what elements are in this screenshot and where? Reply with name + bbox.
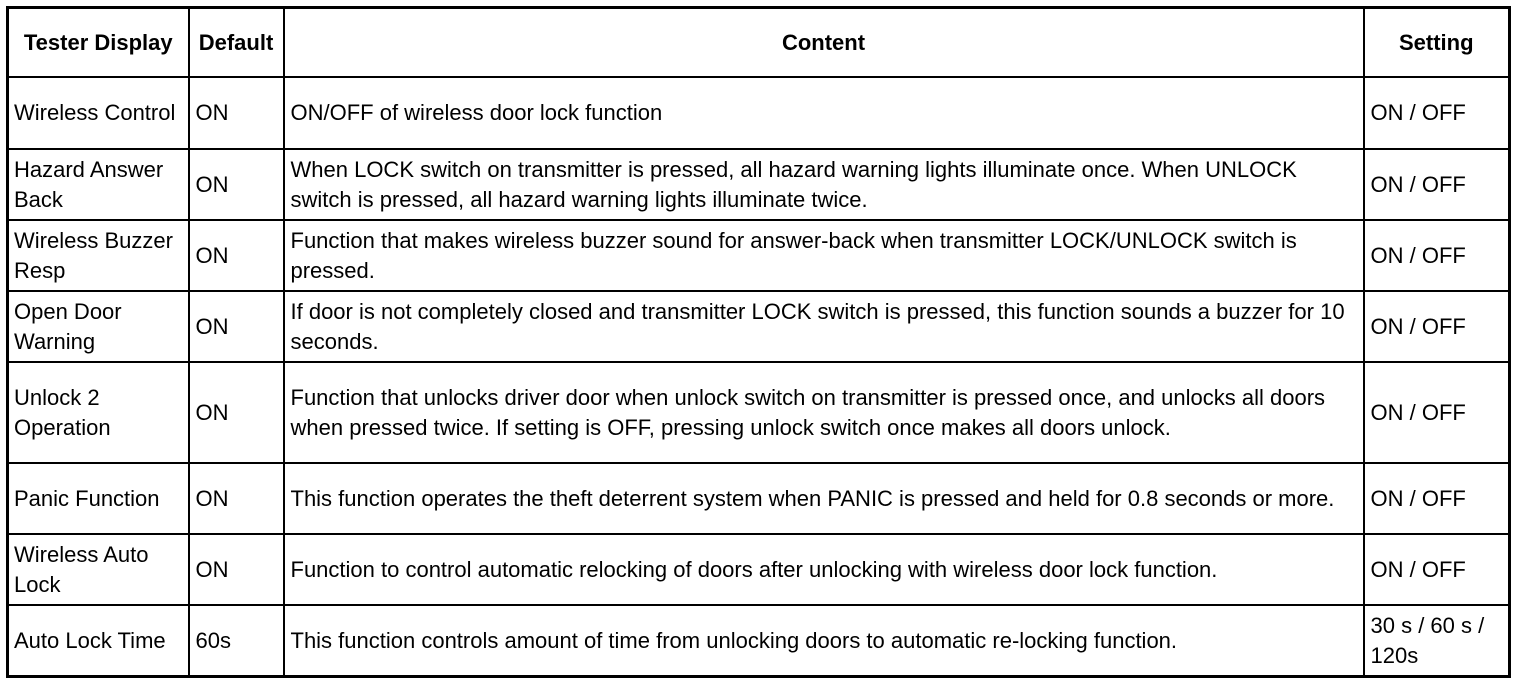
cell-default: ON <box>187 148 285 221</box>
table-row: Auto Lock Time 60s This function control… <box>6 604 1511 678</box>
cell-tester-display: Hazard Answer Back <box>6 148 190 221</box>
cell-content: Function that unlocks driver door when u… <box>282 361 1365 464</box>
cell-setting: ON / OFF <box>1362 533 1511 606</box>
cell-content: This function operates the theft deterre… <box>282 462 1365 535</box>
cell-tester-display: Wireless Control <box>6 76 190 150</box>
cell-tester-display: Wireless Buzzer Resp <box>6 219 190 292</box>
cell-default: ON <box>187 361 285 464</box>
cell-content: Function that makes wireless buzzer soun… <box>282 219 1365 292</box>
header-default: Default <box>187 6 285 78</box>
cell-tester-display: Auto Lock Time <box>6 604 190 678</box>
header-row: Tester Display Default Content Setting <box>6 6 1511 78</box>
cell-tester-display: Open Door Warning <box>6 290 190 363</box>
table-row: Unlock 2 Operation ON Function that unlo… <box>6 361 1511 464</box>
table-row: Panic Function ON This function operates… <box>6 462 1511 535</box>
cell-content: This function controls amount of time fr… <box>282 604 1365 678</box>
cell-setting: ON / OFF <box>1362 148 1511 221</box>
cell-default: 60s <box>187 604 285 678</box>
cell-default: ON <box>187 290 285 363</box>
cell-tester-display: Wireless Auto Lock <box>6 533 190 606</box>
table-row: Hazard Answer Back ON When LOCK switch o… <box>6 148 1511 221</box>
cell-default: ON <box>187 219 285 292</box>
settings-table: Tester Display Default Content Setting W… <box>6 6 1511 678</box>
cell-setting: ON / OFF <box>1362 219 1511 292</box>
header-setting: Setting <box>1362 6 1511 78</box>
cell-content: When LOCK switch on transmitter is press… <box>282 148 1365 221</box>
header-content: Content <box>282 6 1365 78</box>
cell-setting: 30 s / 60 s / 120s <box>1362 604 1511 678</box>
table-row: Wireless Auto Lock ON Function to contro… <box>6 533 1511 606</box>
cell-setting: ON / OFF <box>1362 76 1511 150</box>
table-row: Wireless Control ON ON/OFF of wireless d… <box>6 76 1511 150</box>
table-row: Wireless Buzzer Resp ON Function that ma… <box>6 219 1511 292</box>
cell-content: ON/OFF of wireless door lock function <box>282 76 1365 150</box>
cell-default: ON <box>187 76 285 150</box>
cell-default: ON <box>187 462 285 535</box>
table-row: Open Door Warning ON If door is not comp… <box>6 290 1511 363</box>
cell-tester-display: Unlock 2 Operation <box>6 361 190 464</box>
cell-tester-display: Panic Function <box>6 462 190 535</box>
cell-setting: ON / OFF <box>1362 361 1511 464</box>
cell-setting: ON / OFF <box>1362 462 1511 535</box>
cell-content: Function to control automatic relocking … <box>282 533 1365 606</box>
settings-table-container: Tester Display Default Content Setting W… <box>6 6 1511 678</box>
cell-content: If door is not completely closed and tra… <box>282 290 1365 363</box>
cell-default: ON <box>187 533 285 606</box>
header-tester-display: Tester Display <box>6 6 190 78</box>
cell-setting: ON / OFF <box>1362 290 1511 363</box>
